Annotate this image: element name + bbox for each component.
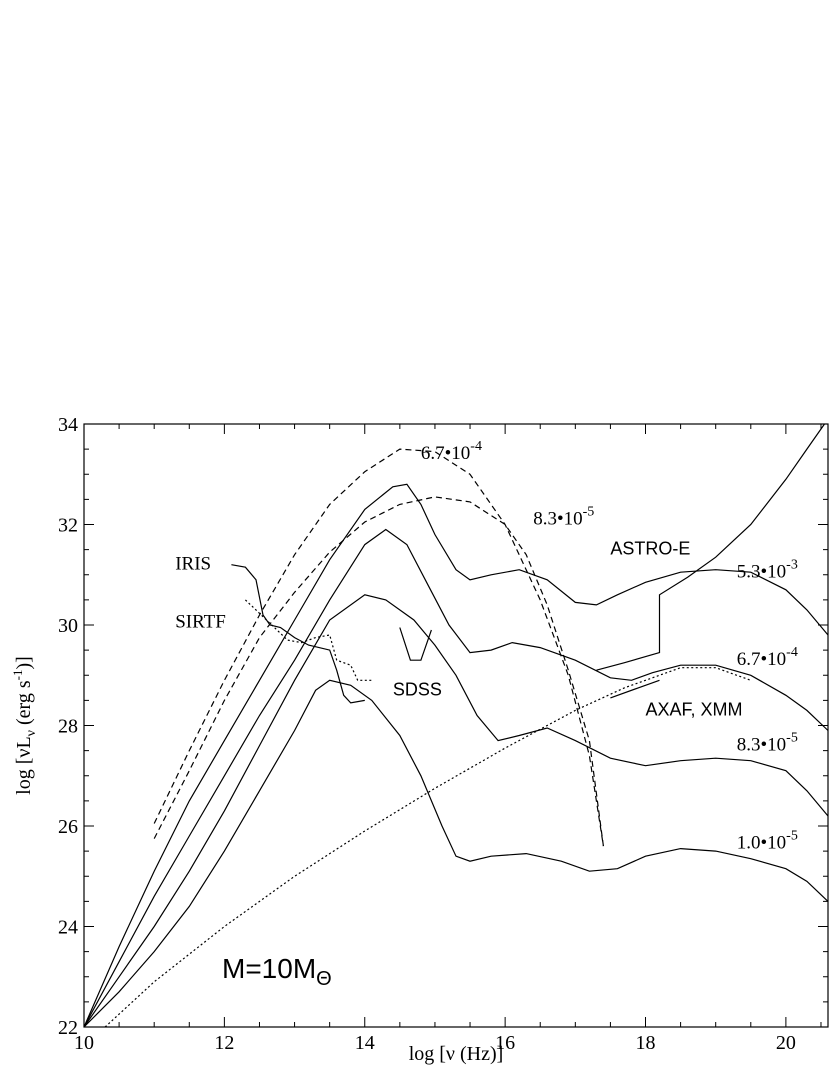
- series-line-7: [104, 667, 752, 1028]
- curve-label: 6.7•10-4: [421, 439, 482, 464]
- series-line-2: [83, 528, 829, 1028]
- series-line-3: [83, 594, 829, 1028]
- y-tick-label: 22: [58, 1017, 78, 1039]
- instrument-line-iris: [231, 564, 365, 704]
- series-line-4: [83, 679, 829, 1028]
- plot-frame: [83, 423, 829, 1028]
- curve-label: 8.3•10-5: [737, 731, 798, 756]
- curve-label: SIRTF: [175, 612, 226, 633]
- labels-group: 6.7•10-4 8.3•10-5 5.3•10-3 6.7•10-4 8.3•10-5…: [175, 439, 798, 853]
- y-tick-label: 34: [58, 414, 78, 436]
- instrument-line-axaf-xmm: [610, 679, 660, 699]
- y-axis-title: log [νLν (erg s-1)]: [10, 656, 39, 795]
- mass-label: M=10MΘ: [222, 953, 332, 990]
- x-tick-label: 18: [636, 1032, 656, 1054]
- y-tick-label: 26: [58, 816, 78, 838]
- curve-label: IRIS: [175, 554, 211, 575]
- x-tick-label: 12: [214, 1032, 234, 1054]
- y-tick-label: 28: [58, 716, 78, 738]
- x-tick-label: 20: [776, 1032, 796, 1054]
- series-line-6: [153, 496, 604, 847]
- curve-label: ASTRO-E: [610, 539, 690, 559]
- instrument-line-sdss: [399, 627, 432, 661]
- ticks-group: 10 12 14 16 18 20 22 24 26 28 30 32 34: [58, 414, 828, 1054]
- instrument-line-astro-e: [596, 423, 825, 671]
- y-tick-label: 24: [58, 917, 78, 939]
- x-axis-title: log [ν (Hz)]: [409, 1043, 504, 1065]
- series-group: [83, 448, 829, 1028]
- instruments-group: [231, 423, 825, 704]
- curve-label: 1.0•10-5: [737, 829, 798, 854]
- x-tick-label: 14: [355, 1032, 375, 1054]
- y-tick-label: 32: [58, 515, 78, 537]
- curve-label: SDSS: [393, 679, 442, 699]
- curve-label: 8.3•10-5: [533, 505, 594, 530]
- series-line-5: [153, 448, 604, 847]
- plot-frame-group: [83, 423, 829, 1028]
- y-tick-label: 30: [58, 615, 78, 637]
- curve-label: 5.3•10-3: [737, 557, 798, 582]
- curve-label: 6.7•10-4: [737, 645, 798, 670]
- x-tick-label: 16: [495, 1032, 515, 1054]
- curve-label: AXAF, XMM: [646, 699, 743, 719]
- instrument-line-sirtf: [244, 599, 372, 681]
- x-tick-label: 10: [74, 1032, 94, 1054]
- series-line-1: [83, 483, 829, 1028]
